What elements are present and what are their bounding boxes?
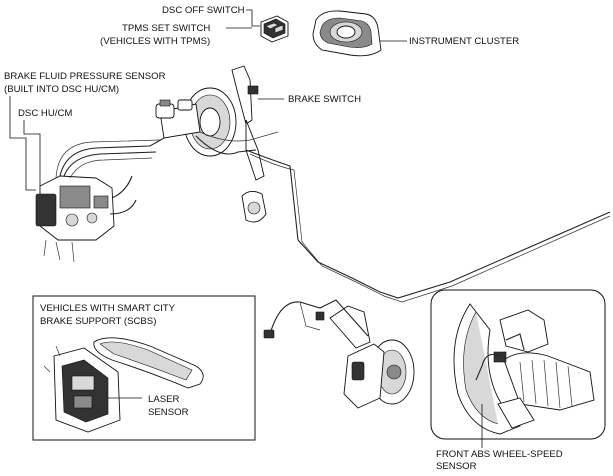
label-brake-switch: BRAKE SWITCH	[288, 94, 361, 105]
label-front-abs-sensor: SENSOR	[436, 461, 477, 472]
brake-lines	[43, 131, 611, 303]
laser-sensor-icon	[43, 345, 121, 433]
leader-lines	[9, 9, 407, 191]
label-dsc-hu-cm: DSC HU/CM	[18, 108, 72, 119]
rearview-mirror-icon	[93, 337, 204, 389]
label-sensor: SENSOR	[148, 407, 189, 418]
sensor-wiring-harness	[263, 299, 369, 339]
abs-wheel-speed-sensor-icon	[453, 303, 595, 435]
instrument-cluster-icon	[312, 10, 382, 57]
label-tpms-set-switch: TPMS SET SWITCH	[122, 23, 210, 34]
brake-booster-icon	[155, 87, 237, 157]
front-brake-caliper-icon	[329, 305, 415, 409]
label-instrument-cluster: INSTRUMENT CLUSTER	[409, 36, 519, 47]
label-scbs-line1: VEHICLES WITH SMART CITY	[40, 303, 176, 314]
label-scbs-line2: BRAKE SUPPORT (SCBS)	[40, 316, 156, 327]
label-dsc-off-switch: DSC OFF SWITCH	[162, 5, 245, 16]
dsc-off-switch-icon	[260, 15, 289, 43]
dsc-hu-cm-icon	[35, 175, 137, 241]
label-tpms-vehicles: (VEHICLES WITH TPMS)	[100, 36, 210, 47]
label-brake-fluid-pressure-sensor: BRAKE FLUID PRESSURE SENSOR	[4, 71, 166, 82]
label-laser: LASER	[148, 394, 180, 405]
label-front-abs-wheel-speed-sensor: FRONT ABS WHEEL-SPEED	[436, 449, 563, 460]
label-built-into-dsc: (BUILT INTO DSC HU/CM)	[4, 84, 119, 95]
brake-pedal-icon	[231, 65, 267, 223]
